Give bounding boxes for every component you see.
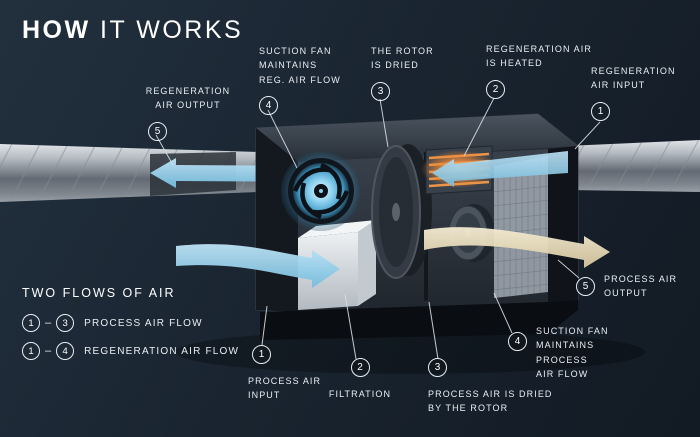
callout-process-air-dried: 3 PROCESS AIR IS DRIED BY THE ROTOR bbox=[428, 358, 560, 416]
callout-suction-fan-reg: SUCTION FAN MAINTAINS REG. AIR FLOW 4 bbox=[259, 44, 359, 116]
legend-row-process: 1 – 3 PROCESS AIR FLOW bbox=[22, 314, 239, 332]
legend: TWO FLOWS OF AIR 1 – 3 PROCESS AIR FLOW … bbox=[22, 286, 239, 370]
callout-label: PROCESS AIR OUTPUT bbox=[604, 274, 678, 299]
step-badge-4: 4 bbox=[508, 332, 527, 351]
step-badge-5: 5 bbox=[576, 276, 595, 296]
step-badge-1: 1 bbox=[22, 342, 40, 360]
title-light: IT WORKS bbox=[90, 16, 244, 44]
callout-label: SUCTION FAN MAINTAINS PROCESS AIR FLOW bbox=[536, 326, 609, 380]
callout-process-air-output: 5 PROCESS AIR OUTPUT bbox=[576, 272, 686, 301]
cabinet-right-wall bbox=[548, 146, 578, 302]
leader-lines bbox=[155, 97, 601, 360]
step-badge-4: 4 bbox=[56, 342, 75, 360]
legend-title: TWO FLOWS OF AIR bbox=[22, 286, 176, 300]
step-badge-1: 1 bbox=[591, 101, 610, 121]
callout-label: THE ROTOR IS DRIED bbox=[371, 46, 434, 71]
callout-filtration: 2 FILTRATION bbox=[323, 358, 397, 401]
step-badge-1: 1 bbox=[22, 314, 40, 332]
callout-label: REGENERATION AIR IS HEATED bbox=[486, 44, 592, 69]
callout-regeneration-air-output: REGENERATION AIR OUTPUT 5 bbox=[140, 84, 236, 141]
callout-suction-fan-process: 4 SUCTION FAN MAINTAINS PROCESS AIR FLOW bbox=[508, 324, 638, 382]
title-strong: HOW bbox=[22, 16, 91, 44]
step-badge-4: 4 bbox=[259, 96, 278, 116]
legend-row-regeneration: 1 – 4 REGENERATION AIR FLOW bbox=[22, 342, 239, 360]
range-dash: – bbox=[45, 317, 52, 329]
step-badge-1: 1 bbox=[252, 345, 271, 364]
right-duct bbox=[566, 140, 700, 192]
callout-label: PROCESS AIR IS DRIED BY THE ROTOR bbox=[428, 389, 553, 414]
regeneration-air-input-flow bbox=[432, 151, 568, 187]
callout-label: REGENERATION AIR INPUT bbox=[591, 66, 676, 91]
process-air-output-flow bbox=[424, 227, 610, 268]
step-badge-2: 2 bbox=[486, 79, 505, 99]
page-title: HOW IT WORKS bbox=[22, 16, 243, 45]
range-dash: – bbox=[45, 345, 52, 357]
step-badge-3: 3 bbox=[428, 358, 447, 377]
callout-regeneration-air-input: REGENERATION AIR INPUT 1 bbox=[591, 64, 681, 121]
legend-label: PROCESS AIR FLOW bbox=[84, 317, 203, 329]
process-air-input-flow bbox=[176, 244, 340, 288]
floor-shadow bbox=[175, 330, 645, 374]
rotor bbox=[371, 144, 432, 279]
callout-label: REGENERATION AIR OUTPUT bbox=[145, 86, 231, 111]
legend-label: REGENERATION AIR FLOW bbox=[84, 345, 240, 357]
base-plinth bbox=[260, 300, 578, 340]
callout-label: PROCESS AIR INPUT bbox=[248, 376, 322, 401]
callout-label: SUCTION FAN MAINTAINS REG. AIR FLOW bbox=[259, 46, 341, 85]
cabinet-top-face bbox=[256, 114, 578, 162]
callout-regeneration-air-heated: REGENERATION AIR IS HEATED 2 bbox=[486, 42, 596, 99]
step-badge-2: 2 bbox=[350, 358, 370, 377]
callout-rotor-dried: THE ROTOR IS DRIED 3 bbox=[371, 44, 451, 101]
step-badge-3: 3 bbox=[371, 81, 390, 101]
callout-process-air-input: 1 PROCESS AIR INPUT bbox=[248, 345, 338, 403]
step-badge-5: 5 bbox=[148, 121, 167, 141]
regeneration-fan bbox=[281, 151, 361, 231]
step-badge-3: 3 bbox=[56, 314, 75, 332]
callout-label: FILTRATION bbox=[328, 389, 392, 399]
mesh-panel bbox=[494, 156, 548, 298]
